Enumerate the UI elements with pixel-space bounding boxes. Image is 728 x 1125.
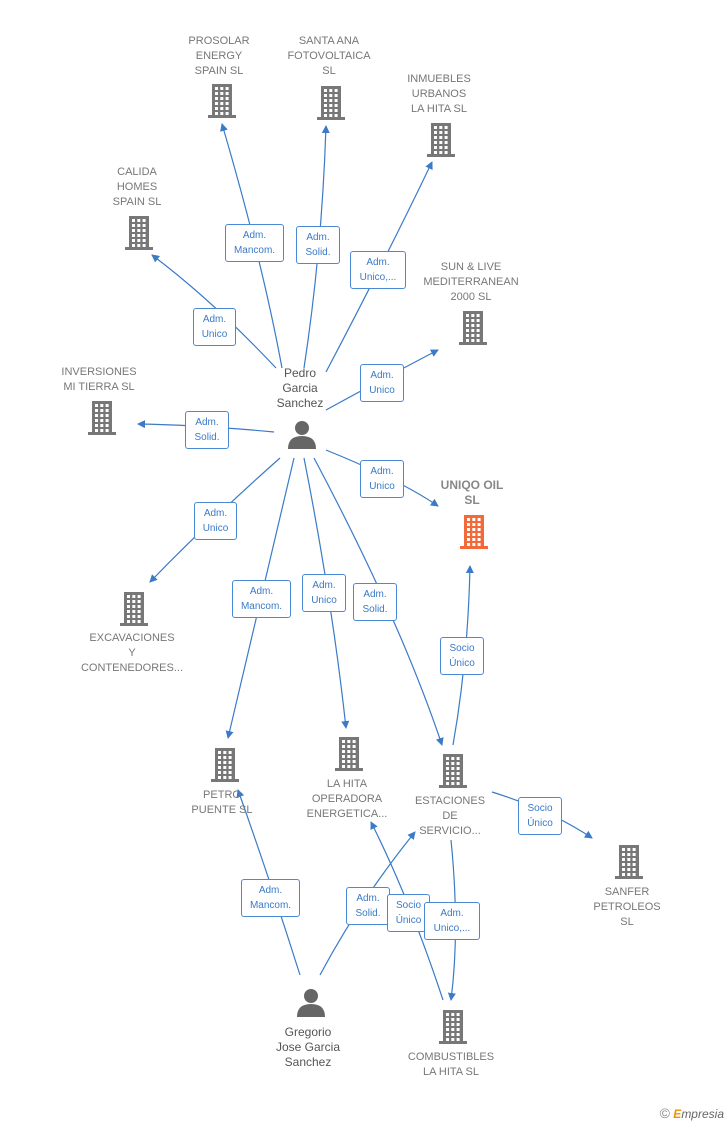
building-icon-inversiones[interactable]	[88, 401, 116, 435]
building-icon-excavaciones[interactable]	[120, 592, 148, 626]
company-label-combustibles[interactable]: COMBUSTIBLES LA HITA SL	[407, 1051, 495, 1078]
building-icon-uniqo[interactable]	[460, 515, 488, 549]
company-label-calida[interactable]: CALIDA HOMES SPAIN SL	[112, 166, 162, 208]
brand-name: mpresia	[681, 1107, 724, 1121]
role-box-pedro-petro[interactable]: Adm. Mancom.	[232, 580, 291, 618]
company-label-inversiones[interactable]: INVERSIONES MI TIERRA SL	[61, 366, 137, 393]
company-label-estaciones[interactable]: ESTACIONES DE SERVICIO...	[414, 795, 486, 837]
copyright-icon: ©	[659, 1105, 670, 1121]
role-box-pedro-estaciones[interactable]: Adm. Solid.	[353, 583, 397, 621]
role-box-estaciones-combustibles[interactable]: Adm. Unico,...	[424, 902, 480, 940]
person-icon-pedro[interactable]	[288, 421, 316, 449]
role-box-estaciones-sanfer[interactable]: Socio Único	[518, 797, 562, 835]
building-icon-calida[interactable]	[125, 216, 153, 250]
building-icon-sanfer[interactable]	[615, 845, 643, 879]
role-box-pedro-lahita[interactable]: Adm. Unico	[302, 574, 346, 612]
role-box-estaciones-uniqo[interactable]: Socio Único	[440, 637, 484, 675]
person-label-gregorio[interactable]: Gregorio Jose Garcia Sanchez	[275, 1025, 341, 1069]
company-label-uniqo[interactable]: UNIQO OIL SL	[440, 478, 504, 507]
company-label-santaana[interactable]: SANTA ANA FOTOVOLTAICA SL	[287, 35, 371, 77]
role-box-gregorio-estaciones[interactable]: Adm. Solid.	[346, 887, 390, 925]
company-label-sunlive[interactable]: SUN & LIVE MEDITERRANEAN 2000 SL	[423, 261, 519, 303]
empresia-brand[interactable]: © Empresia	[660, 1105, 724, 1121]
building-icon-inmuebles[interactable]	[427, 123, 455, 157]
building-icon-petro[interactable]	[211, 748, 239, 782]
building-icon-lahita[interactable]	[335, 737, 363, 771]
role-box-pedro-uniqo[interactable]: Adm. Unico	[360, 460, 404, 498]
building-icon-sunlive[interactable]	[459, 311, 487, 345]
role-box-pedro-inmuebles[interactable]: Adm. Unico,...	[350, 251, 406, 289]
building-icon-prosolar[interactable]	[208, 84, 236, 118]
role-box-pedro-excavaciones[interactable]: Adm. Unico	[194, 502, 237, 540]
role-box-pedro-prosolar[interactable]: Adm. Mancom.	[225, 224, 284, 262]
role-box-gregorio-petro[interactable]: Adm. Mancom.	[241, 879, 300, 917]
person-icon-gregorio[interactable]	[297, 989, 325, 1017]
company-label-inmuebles[interactable]: INMUEBLES URBANOS LA HITA SL	[407, 73, 471, 115]
node-icons	[88, 84, 643, 1044]
role-box-pedro-calida[interactable]: Adm. Unico	[193, 308, 236, 346]
building-icon-santaana[interactable]	[317, 86, 345, 120]
company-label-sanfer[interactable]: SANFER PETROLEOS SL	[593, 886, 661, 928]
building-icon-combustibles[interactable]	[439, 1010, 467, 1044]
company-label-excavaciones[interactable]: EXCAVACIONES Y CONTENEDORES...	[80, 632, 184, 674]
company-label-lahita[interactable]: LA HITA OPERADORA ENERGETICA...	[306, 778, 388, 820]
edge-4	[151, 254, 277, 369]
person-label-pedro[interactable]: Pedro Garcia Sanchez	[276, 366, 324, 410]
role-box-pedro-santaana[interactable]: Adm. Solid.	[296, 226, 340, 264]
company-label-prosolar[interactable]: PROSOLAR ENERGY SPAIN SL	[188, 35, 250, 77]
role-box-pedro-inversiones[interactable]: Adm. Solid.	[185, 411, 229, 449]
brand-initial: E	[673, 1107, 682, 1121]
building-icon-estaciones[interactable]	[439, 754, 467, 788]
company-label-petro[interactable]: PETRO PUENTE SL	[191, 789, 253, 816]
role-box-pedro-sunlive[interactable]: Adm. Unico	[360, 364, 404, 402]
role-box-combustibles-lahita[interactable]: Socio Único	[387, 894, 430, 932]
